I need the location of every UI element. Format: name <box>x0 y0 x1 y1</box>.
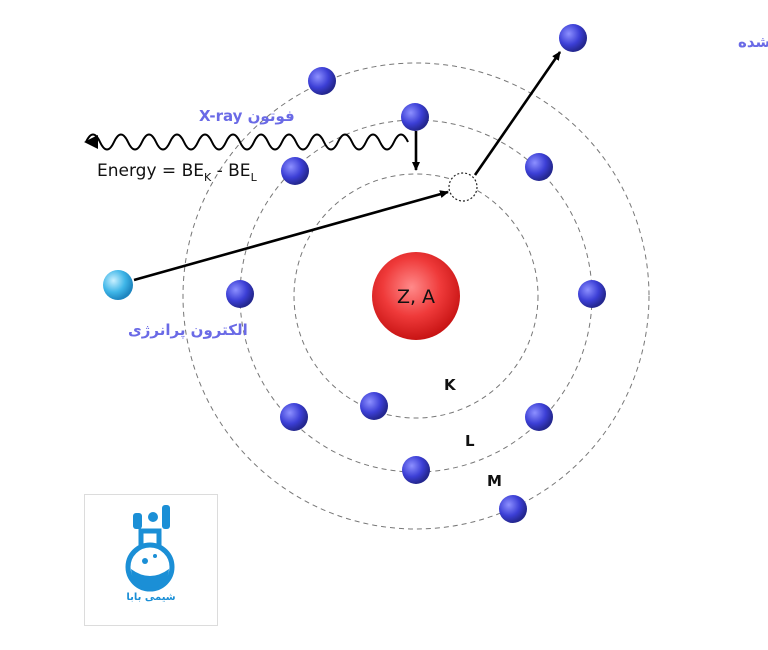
energy-prefix: Energy = BE <box>97 161 204 181</box>
electron <box>280 403 308 431</box>
logo: شیمی بابا <box>84 494 218 626</box>
xray-photon-wave <box>85 133 409 151</box>
electron <box>308 67 336 95</box>
nucleus <box>372 252 460 340</box>
flask-icon <box>125 505 175 592</box>
electron <box>402 456 430 484</box>
energy-mid: - BE <box>211 161 250 181</box>
electron <box>499 495 527 523</box>
orbit-k <box>293 173 539 419</box>
ejection-arrow <box>473 51 562 176</box>
incoming-arrow <box>133 190 449 282</box>
ejected-electron <box>559 24 587 52</box>
energy-equation: Energy = BEK - BEL <box>97 161 258 184</box>
incoming-electron-label: الکترون پرانرژی <box>128 321 248 340</box>
vacancy <box>448 172 478 202</box>
electron <box>360 392 388 420</box>
logo-text: شیمی بابا <box>126 592 176 603</box>
electron <box>525 403 553 431</box>
xray-arrowhead <box>84 135 98 149</box>
orbit-m <box>182 62 650 530</box>
electron <box>578 280 606 308</box>
energy-sub-l: L <box>251 171 258 184</box>
incoming-electron <box>103 270 133 300</box>
electron <box>401 103 429 131</box>
energy-sub-k: K <box>204 171 212 184</box>
ejected-electron-label: الکترون خارج شده <box>738 33 768 51</box>
nucleus-label: Z, A <box>397 286 435 308</box>
photon-label: فوتون X-ray <box>199 107 295 125</box>
electron <box>525 153 553 181</box>
electron <box>281 157 309 185</box>
shell-m-label: M <box>487 472 502 490</box>
shell-l-label: L <box>465 432 475 450</box>
shell-k-label: K <box>444 376 457 394</box>
electron <box>226 280 254 308</box>
